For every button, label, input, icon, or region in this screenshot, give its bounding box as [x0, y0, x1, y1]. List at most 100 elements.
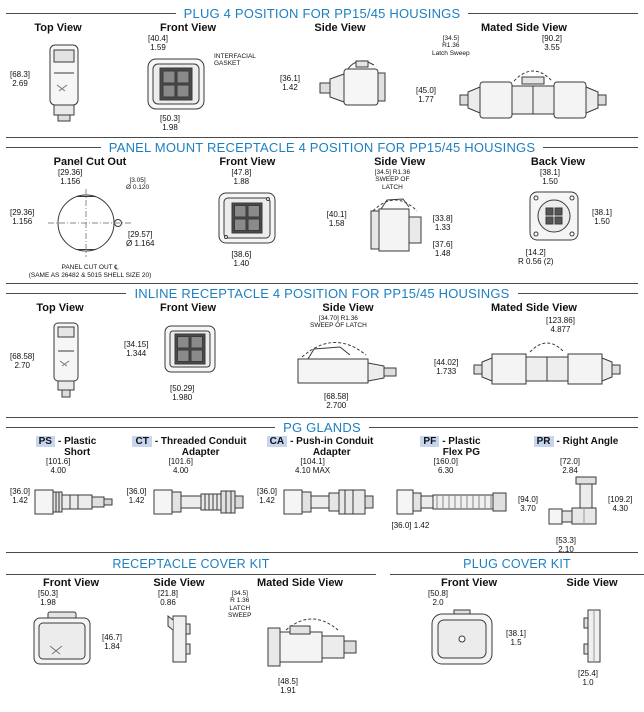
view-label: Front View	[219, 156, 276, 168]
plug-cover-side-drawing	[583, 609, 601, 663]
receptacle-cover-front-drawing	[33, 611, 91, 665]
pg-item-ct: CT - Threaded Conduit Adapter [101.6] 4.…	[127, 436, 253, 550]
view-label: Back View	[530, 156, 586, 168]
view-plug-top: Top View [68.3] 2.69	[10, 22, 106, 135]
panel-cutout-drawing	[48, 189, 132, 257]
pg-item-name: - Push-in Conduit Adapter	[290, 436, 374, 458]
annotation-panel-cutout-note: (SAME AS 26482 & 5015 SHELL SIZE 20)	[28, 272, 152, 279]
pg-item-ca: CA - Push-in Conduit Adapter [104.1] 4.1…	[257, 436, 383, 550]
panel-views-row: Panel Cut Out [29.36] 1.156 [3.05] Ø 0.1…	[6, 156, 638, 281]
plug-views-row: Top View [68.3] 2.69	[6, 22, 638, 135]
inline-side-view-drawing	[297, 342, 397, 384]
view-plug-front: Front View [40.4] 1.59	[110, 22, 266, 135]
panel-front-view-drawing	[218, 192, 276, 244]
section-plug: PLUG 4 POSITION FOR PP15/45 HOUSINGS Top…	[6, 6, 639, 135]
view-rcover-mated-side: Mated Side View [34.5] R 1.36 LATCH SWEE…	[226, 577, 374, 695]
section-panel-mount: PANEL MOUNT RECEPTACLE 4 POSITION FOR PP…	[6, 140, 639, 281]
dim-label: [37.6] 1.48	[432, 240, 453, 258]
dim-label: [14.2] R 0.56 (2)	[517, 248, 554, 266]
header-rule	[468, 13, 639, 14]
pg-pr-drawing	[548, 476, 597, 525]
pg-code-badge: PR	[533, 436, 554, 447]
view-label: Mated Side View	[491, 302, 577, 314]
dim-label: [36.0] 1.42	[257, 487, 278, 505]
plug-front-view-drawing	[147, 58, 205, 110]
dim-label: [72.0] 2.84	[560, 457, 581, 475]
view-plug-mated-side: Mated Side View [34.5] R1.36 Latch Sweep…	[414, 22, 634, 135]
view-label: Side View	[322, 302, 374, 314]
dim-label: [38.1] 1.5	[506, 629, 527, 647]
inline-top-view-drawing	[53, 322, 79, 398]
dim-label: [104.1] 4.10 MAX	[295, 457, 331, 475]
view-label: Front View	[440, 577, 498, 589]
panel-back-view-drawing	[529, 191, 579, 241]
pg-item-ps: PS - Plastic Short [101.6] 4.00	[10, 436, 122, 550]
view-panel-side: Side View [34.5] R1.36 SWEEP OF LATCH [4…	[325, 156, 475, 281]
dim-label: [68.58] 2.700	[324, 392, 349, 410]
dim-label: [50.8] 2.0	[428, 589, 449, 607]
dim-label: [34.70] R1.36 SWEEP OF LATCH	[310, 315, 367, 330]
header-rule	[6, 293, 127, 294]
section-title: INLINE RECEPTACLE 4 POSITION FOR PP15/45…	[134, 286, 510, 301]
header-rule	[368, 427, 638, 428]
dim-label: [3.05] Ø 0.120	[126, 177, 150, 192]
plug-cover-front-drawing	[431, 609, 493, 665]
dim-label: [34.5] R1.36 Latch Sweep	[432, 35, 470, 57]
dim-label: [94.0] 3.70	[518, 495, 539, 513]
dim-label: [34.5] R1.36 SWEEP OF LATCH	[374, 169, 411, 191]
header-rule	[6, 13, 176, 14]
section-pg-glands: PG GLANDS PS - Plastic Short [101.6] 4.0…	[6, 420, 638, 554]
section-header: PANEL MOUNT RECEPTACLE 4 POSITION FOR PP…	[6, 140, 639, 155]
inline-front-view-drawing	[164, 325, 216, 373]
dim-label: [29.36] 1.156	[10, 208, 35, 226]
view-inline-mated-side: Mated Side View [123.86] 4.877	[434, 302, 634, 415]
dim-label: [46.7] 1.84	[102, 633, 123, 651]
view-rcover-front: Front View [50.3] 1.98 [46.7] 1.84	[10, 577, 132, 694]
header-rule	[543, 147, 639, 148]
pg-items-row: PS - Plastic Short [101.6] 4.00	[6, 436, 638, 554]
view-label: Side View	[314, 22, 366, 34]
dim-label: [38.1] 1.50	[591, 208, 612, 226]
pg-pf-drawing	[396, 489, 506, 515]
pg-ps-drawing	[34, 489, 113, 515]
dim-label: [33.8] 1.33	[432, 214, 453, 232]
panel-side-view-drawing	[370, 198, 422, 252]
plug-side-view-drawing	[319, 60, 386, 106]
pg-item-name: - Plastic Flex PG	[442, 436, 481, 458]
pg-item-label: CT - Threaded Conduit Adapter	[132, 436, 247, 458]
section-title: RECEPTACLE COVER KIT	[112, 557, 270, 571]
view-label: Top View	[36, 302, 84, 314]
pg-code-badge: PS	[35, 436, 55, 447]
view-inline-side: Side View [34.70] R1.36 SWEEP OF LATCH […	[266, 302, 430, 415]
section-divider	[6, 137, 638, 138]
pg-item-name: - Plastic Short	[57, 436, 97, 458]
pg-code-badge: PF	[420, 436, 440, 447]
section-title: PANEL MOUNT RECEPTACLE 4 POSITION FOR PP…	[108, 140, 536, 155]
view-inline-top: Top View [68.58] 2.70	[10, 302, 110, 415]
header-rule	[6, 427, 276, 428]
dim-label: [44.02] 1.733	[434, 358, 459, 376]
dim-label: [50.3] 1.98	[160, 114, 181, 132]
pg-item-pr: PR - Right Angle [72.0] 2.84	[518, 436, 634, 554]
section-plug-cover-kit: PLUG COVER KIT Front View [50.8] 2.0	[390, 555, 644, 694]
dim-label: [38.1] 1.50	[539, 168, 560, 186]
section-receptacle-cover-kit: RECEPTACLE COVER KIT Front View [50.3] 1…	[6, 555, 376, 695]
pg-code-badge: CA	[266, 436, 288, 447]
header-rule	[6, 147, 101, 148]
dim-label: [29.36] 1.156	[58, 168, 83, 186]
section-header: PG GLANDS	[6, 420, 638, 435]
section-divider	[6, 283, 638, 284]
dim-label: [45.0] 1.77	[416, 86, 437, 104]
view-plug-side: Side View [36.1] 1.42	[270, 22, 410, 135]
cover-kits-row: RECEPTACLE COVER KIT Front View [50.3] 1…	[6, 555, 644, 695]
pg-item-name: - Threaded Conduit Adapter	[154, 436, 247, 458]
inline-views-row: Top View [68.58] 2.70	[6, 302, 638, 415]
subsection-header: PLUG COVER KIT	[390, 555, 644, 575]
view-panel-front: Front View [47.8] 1.88	[177, 156, 317, 281]
view-label: Mated Side View	[257, 577, 343, 589]
dim-label: [36.0] 1.42	[126, 487, 147, 505]
view-label: Front View	[159, 302, 217, 314]
section-divider	[6, 417, 638, 418]
dim-label: [90.2] 3.55	[542, 34, 563, 52]
section-title: PLUG COVER KIT	[463, 557, 571, 571]
